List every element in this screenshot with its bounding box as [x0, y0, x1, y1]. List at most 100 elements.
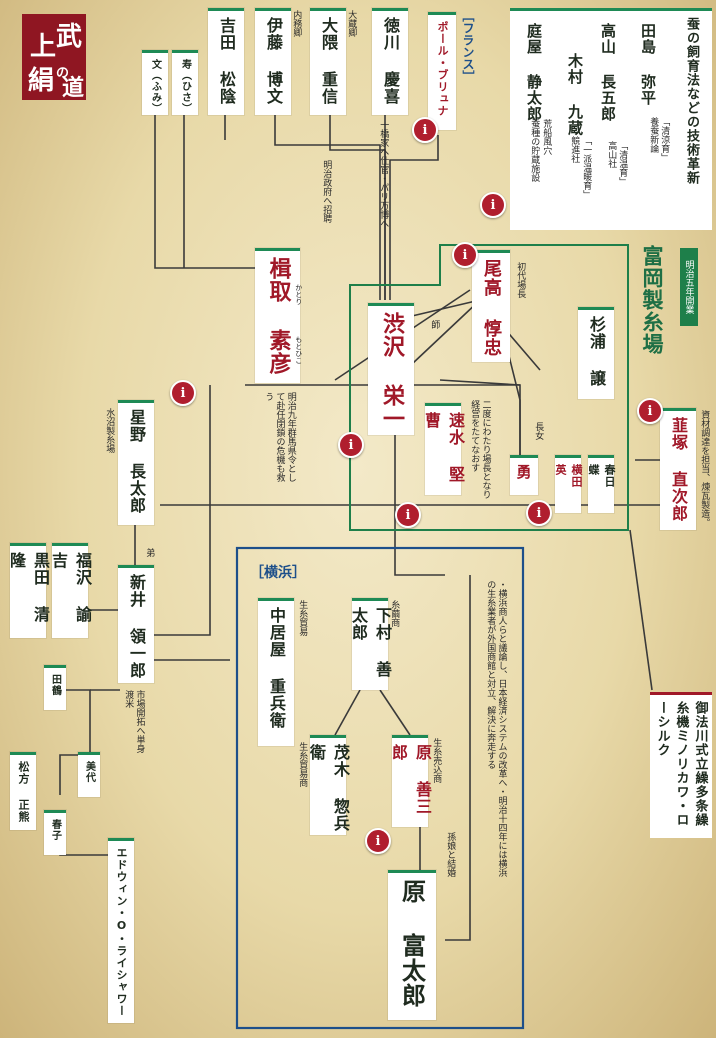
name-tajima: 田島 弥平 [639, 23, 657, 106]
card-reischauer: エドウィン・O・ライシャワー [108, 838, 134, 1023]
name-shibusawa: 渋沢 栄一 [379, 312, 404, 430]
note-yokohama: ・横浜商人らと議論し、日本経済システムの改革へ・明治十四年には横浜の生糸業者が外… [485, 580, 507, 877]
card-kuroda: 黒田 清隆 [7, 543, 50, 638]
name-nirazuka: 韮塚 直次郎 [669, 417, 688, 522]
card-mishiro: 美代 [78, 752, 100, 797]
card-tazu: 田鶴 [44, 665, 66, 710]
info-icon-yokota[interactable]: i [526, 500, 552, 526]
ruby-katori-1: かとり [294, 284, 303, 305]
card-hoshino: 星野 長太郎 [118, 400, 154, 525]
name-arai: 新井 領一郎 [127, 574, 146, 679]
card-haru: 春子 [44, 810, 66, 855]
ruby-katori-2: もとひこ [294, 336, 303, 364]
note-shimomura: 糸繭商 [389, 600, 400, 627]
logo-char-3: 絹 [28, 66, 55, 96]
name-kimura: 木村 九蔵 [566, 53, 584, 136]
info-icon-niwaya[interactable]: i [480, 192, 506, 218]
card-nirazuka: 韮塚 直次郎 [660, 408, 696, 530]
note-hoshino: 水沼製糸場 [104, 408, 115, 453]
role-okuma: 大蔵卿 [346, 10, 357, 37]
note-takayama-1: 「清温育」 [617, 141, 628, 186]
note-meiji: 明治政府へ招聘 [321, 160, 332, 223]
note-odaka: 初代場長 [515, 262, 526, 298]
name-kuroda: 黒田 清隆 [7, 552, 50, 623]
card-arai: 新井 領一郎 [118, 565, 154, 683]
info-icon-hayami[interactable]: i [395, 502, 421, 528]
name-mogi: 茂木 惣兵衛 [307, 744, 350, 832]
card-hara-tomi: 原 富太郎 [388, 870, 436, 1020]
name-tokugawa: 徳川 慶喜 [381, 17, 400, 105]
name-takayama: 高山 長五郎 [599, 23, 617, 122]
card-kasuga: 春日 蝶 [587, 455, 616, 513]
info-icon-odaka[interactable]: i [452, 242, 478, 268]
name-yoshida: 吉田 松陰 [217, 17, 236, 105]
note-hayami: 二度にわたり場長となり経営をたてなおす [469, 400, 491, 499]
card-yoshida: 吉田 松陰 [208, 8, 244, 115]
note-otouto: 弟 [144, 548, 155, 557]
name-hara-tomi: 原 富太郎 [397, 879, 426, 1008]
minorikawa-box: 御法川式立繰多条繰糸機ミノリカワ・ローシルク [650, 692, 712, 838]
note-shi: 師 [429, 320, 440, 329]
logo-char-5: 道 [62, 75, 85, 101]
info-icon-hara-zen[interactable]: i [365, 828, 391, 854]
card-brunat: ポール・ブリュナ [428, 12, 456, 130]
role-ito: 内務卿 [291, 10, 302, 37]
name-brunat: ポール・ブリュナ [436, 21, 449, 117]
info-icon-brunat[interactable]: i [412, 117, 438, 143]
name-sugiura: 杉浦 譲 [587, 316, 606, 387]
note-tajima-2: 養蚕新論 [648, 117, 659, 153]
note-tajima-1: 「清涼育」 [659, 117, 670, 162]
name-hisa: 寿（ひさ） [179, 59, 191, 114]
card-yu: 勇 [510, 455, 538, 495]
note-tokugawa: 一橋家へ仕官・パリ万博へ [378, 120, 389, 228]
name-odaka: 尾高 惇忠 [481, 259, 502, 357]
name-bun: 文（ふみ） [149, 59, 161, 114]
name-katori: 楫取 素彦 [265, 257, 291, 375]
info-icon-katori[interactable]: i [170, 380, 196, 406]
card-katori: 楫取 素彦 [255, 248, 300, 383]
card-mogi: 茂木 惣兵衛 [307, 735, 350, 835]
card-ito: 伊藤 博文 [255, 8, 291, 115]
name-shimomura: 下村 善太郎 [349, 607, 392, 678]
note-mogi: 生糸貿易商 [297, 742, 308, 787]
tomioka-name: 富岡製糸場 [640, 245, 664, 355]
card-yokota: 横田 英 [554, 455, 583, 513]
tomioka-badge: 明治五年開業 [680, 248, 698, 326]
note-hara-zen: 生糸売込商 [431, 738, 442, 783]
name-yokota: 横田 英 [554, 464, 583, 488]
logo: 上 武 絹 の 道 [22, 14, 86, 101]
note-niwaya-2: 蚕種の貯蔵施設 [529, 119, 540, 182]
info-icon-shibusawa[interactable]: i [338, 432, 364, 458]
name-yu: 勇 [514, 464, 533, 480]
name-hayami: 速水 堅曹 [422, 412, 465, 483]
card-hayami: 速水 堅曹 [422, 403, 465, 495]
logo-char-4: の [56, 66, 70, 81]
mino-text: 御法川式立繰多条繰糸機ミノリカワ・ローシルク [654, 701, 708, 827]
info-icon-nirazuka[interactable]: i [637, 398, 663, 424]
card-odaka: 尾高 惇忠 [472, 250, 510, 362]
name-niwaya: 庭屋 静太郎 [525, 23, 543, 122]
label-yokohama: ［横浜］ [250, 565, 306, 581]
note-kimura-2: 競進社 [569, 136, 580, 163]
card-okuma: 大隈 重信 [310, 8, 346, 115]
card-matsukata: 松方 正熊 [10, 752, 36, 830]
note-hara-tomi: 孫娘と結婚 [445, 832, 456, 877]
name-nakaiya: 中居屋 重兵衛 [267, 607, 286, 729]
card-tokugawa: 徳川 慶喜 [372, 8, 408, 115]
name-kasuga: 春日 蝶 [587, 464, 616, 488]
name-okuma: 大隈 重信 [319, 17, 338, 105]
tomioka-title: 富岡製糸場 [637, 245, 667, 359]
note-arai: 市場開拓へ単身渡米 [123, 690, 145, 753]
note-chojo: 長女 [533, 422, 544, 440]
name-hoshino: 星野 長太郎 [127, 409, 146, 514]
name-ito: 伊藤 博文 [264, 17, 283, 105]
name-matsukata: 松方 正熊 [17, 761, 30, 823]
name-tazu: 田鶴 [49, 674, 61, 696]
note-kimura-1: 「一派温暖育」 [581, 136, 592, 199]
card-shibusawa: 渋沢 栄一 [368, 303, 414, 435]
technical-innovation-box: 蚕の飼育法などの技術革新 田島 弥平 「清涼育」 養蚕新論 高山 長五郎 「清温… [510, 8, 712, 230]
note-nakaiya: 生糸貿易 [297, 600, 308, 636]
card-nakaiya: 中居屋 重兵衛 [258, 598, 294, 746]
